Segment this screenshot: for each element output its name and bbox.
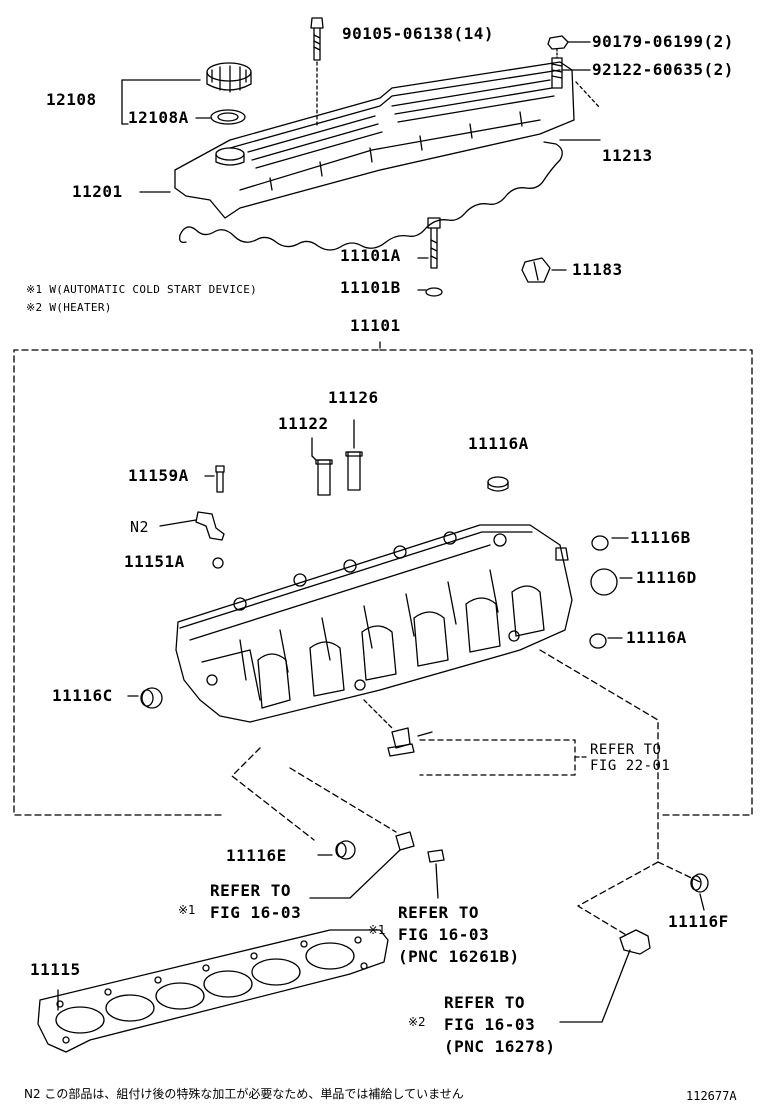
footer-note: N2 この部品は、組付け後の特殊な加工が必要なため、単品では補給していません xyxy=(24,1087,464,1101)
label-11116A-side: 11116A xyxy=(626,628,687,647)
label-90179: 90179-06199(2) xyxy=(592,32,734,51)
label-11116B: 11116B xyxy=(630,528,691,547)
label-11151A: 11151A xyxy=(124,552,185,571)
label-11116E: 11116E xyxy=(226,846,287,865)
refer-fig-16-03-b: REFER TO FIG 16-03 (PNC 16261B) xyxy=(398,903,520,966)
sensor-fitting xyxy=(363,699,576,776)
label-11101: 11101 xyxy=(350,316,401,335)
fitting-16-03-b xyxy=(427,849,445,899)
label-11116A-top: 11116A xyxy=(468,434,529,453)
mark-refC: ※2 xyxy=(408,1015,426,1029)
label-12108A: 12108A xyxy=(128,108,189,127)
plug-11116E xyxy=(317,840,356,860)
label-11183: 11183 xyxy=(572,260,623,279)
stud-11159A xyxy=(204,465,225,493)
fitting-n2 xyxy=(159,511,225,541)
head-gasket-11115 xyxy=(37,929,389,1053)
gasket-11213 xyxy=(178,81,601,251)
ring-11151A xyxy=(212,557,224,569)
bolt-90105 xyxy=(310,17,324,129)
label-n2: N2 xyxy=(130,518,150,536)
plug-11116A-top xyxy=(487,476,509,492)
label-11115: 11115 xyxy=(30,960,81,979)
plug-11116D xyxy=(590,568,633,596)
note-heater: ※2 W(HEATER) xyxy=(26,301,112,314)
label-90105: 90105-06138(14) xyxy=(342,24,494,43)
refer-fig-16-03-a: REFER TO FIG 16-03 xyxy=(210,881,302,922)
fitting-16-03-a xyxy=(309,831,415,899)
leader-lines xyxy=(231,649,701,937)
nut-90179 xyxy=(547,35,591,50)
plug-11116B xyxy=(591,535,629,551)
label-12108: 12108 xyxy=(46,90,97,109)
plug-11116F xyxy=(690,873,709,911)
label-11116F: 11116F xyxy=(668,912,729,931)
gasket-12108A xyxy=(195,109,246,125)
label-11213: 11213 xyxy=(602,146,653,165)
plug-11116C xyxy=(127,687,163,709)
label-11122: 11122 xyxy=(278,414,329,433)
fitting-heater xyxy=(559,929,651,1023)
label-11159A: 11159A xyxy=(128,466,189,485)
label-11116C: 11116C xyxy=(52,686,113,705)
refer-fig-22-01: REFER TO FIG 22-01 xyxy=(590,742,671,774)
assembly-frame-11101 xyxy=(13,341,753,816)
grommet-11183 xyxy=(521,257,567,283)
bolt-11101A xyxy=(417,217,441,269)
cylinder-head-cover-11201 xyxy=(139,61,575,219)
note-automatic-cold-start: ※1 W(AUTOMATIC COLD START DEVICE) xyxy=(26,283,258,296)
plug-11116A-side xyxy=(589,633,623,649)
valve-guide-11122 xyxy=(311,437,333,496)
label-11116D: 11116D xyxy=(636,568,697,587)
refer-fig-16-03-c: REFER TO FIG 16-03 (PNC 16278) xyxy=(444,993,556,1056)
label-92122: 92122-60635(2) xyxy=(592,60,734,79)
washer-11101B xyxy=(417,287,443,297)
stud-92122 xyxy=(551,48,591,89)
cylinder-head-body xyxy=(175,524,573,723)
label-11201: 11201 xyxy=(72,182,123,201)
valve-guide-11126 xyxy=(345,419,363,491)
mark-refB: ※1 xyxy=(368,923,386,937)
label-11126: 11126 xyxy=(328,388,379,407)
oil-filler-cap-12108 xyxy=(121,62,252,125)
mark-refA: ※1 xyxy=(178,903,196,917)
label-11101A: 11101A xyxy=(340,246,401,265)
illustration-code: 112677A xyxy=(686,1089,737,1103)
label-11101B: 11101B xyxy=(340,278,401,297)
